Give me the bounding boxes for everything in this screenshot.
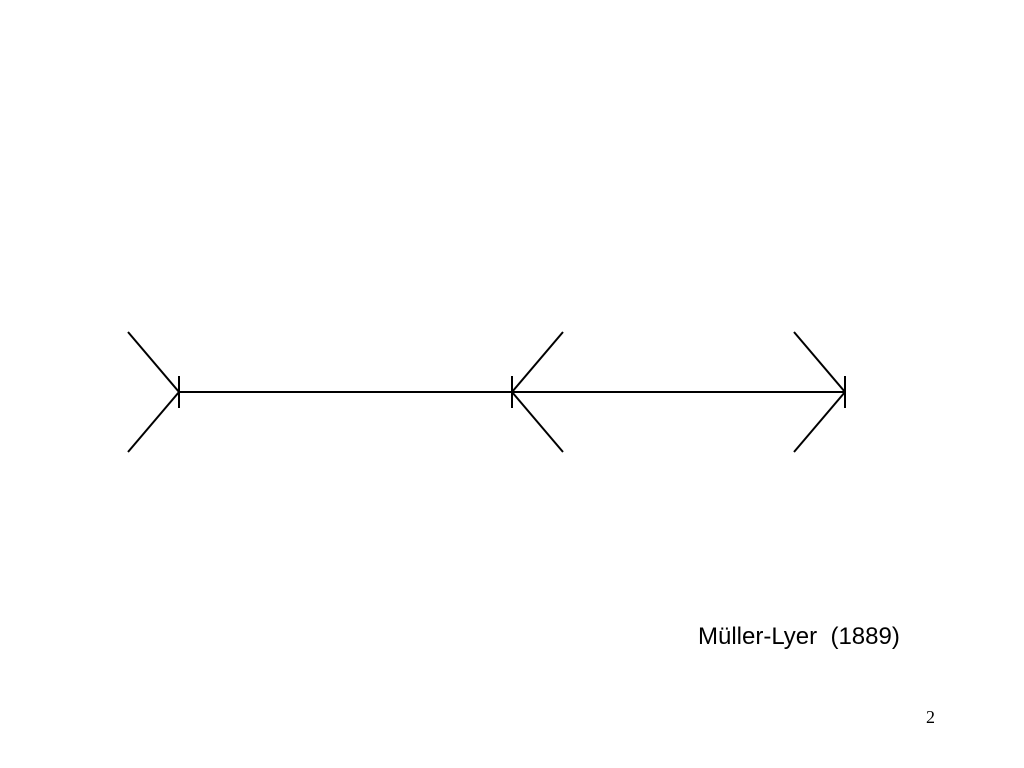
right-segment-end-fin-lower: [793, 391, 846, 453]
figure-caption: Müller-Lyer (1889): [698, 623, 900, 650]
left-segment-start-fin-lower: [127, 391, 180, 453]
left-segment: [127, 331, 512, 453]
left-segment-start-fin-upper: [127, 331, 180, 393]
middle-fin-lower: [511, 391, 564, 453]
middle-fin-upper: [511, 331, 564, 393]
slide-page-number: 2: [926, 707, 935, 727]
right-segment: [512, 331, 846, 453]
right-segment-end-fin-upper: [793, 331, 846, 393]
